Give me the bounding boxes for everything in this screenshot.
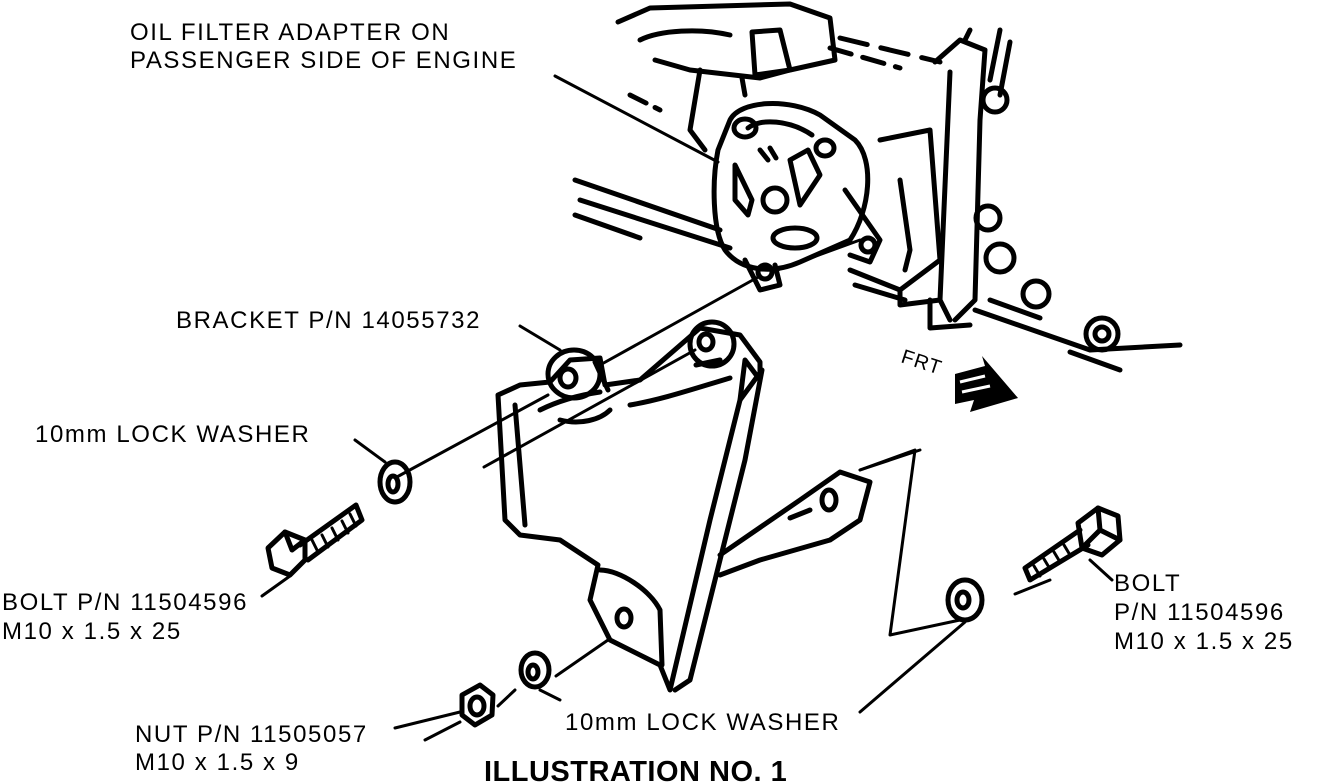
bracket-label: BRACKET P/N 14055732: [176, 307, 481, 334]
bracket: [495, 319, 962, 693]
bolt-right-label-line-3: M10 x 1.5 x 25: [1114, 628, 1294, 655]
bolt-right-label-line-2: P/N 11504596: [1114, 599, 1285, 626]
lock-washer-bottom: [518, 650, 552, 690]
bolt-left: [265, 502, 365, 578]
direction-label: FRT: [898, 346, 944, 380]
nut: [459, 682, 496, 728]
oil-filter-adapter: [711, 101, 883, 293]
lock-washer-right: [945, 577, 985, 623]
washer-left-label: 10mm LOCK WASHER: [35, 421, 310, 448]
adapter-label-line-2: PASSENGER SIDE OF ENGINE: [130, 47, 517, 74]
engine-block: [572, 1, 1183, 373]
front-direction-arrow-icon: [955, 356, 1018, 412]
lock-washer-left: [377, 459, 413, 505]
leader-lines: [260, 74, 1114, 730]
adapter-label-line-1: OIL FILTER ADAPTER ON: [130, 19, 450, 46]
bolt-right-label-line-1: BOLT: [1114, 570, 1181, 597]
alignment-lines: [393, 238, 922, 742]
labels: OIL FILTER ADAPTER ON PASSENGER SIDE OF …: [2, 19, 1294, 784]
washer-bottom-label: 10mm LOCK WASHER: [565, 709, 840, 736]
illustration-caption: ILLUSTRATION NO. 1: [484, 756, 787, 784]
bolt-left-label-line-1: BOLT P/N 11504596: [2, 589, 248, 616]
nut-label-line-2: M10 x 1.5 x 9: [135, 749, 300, 776]
nut-label-line-1: NUT P/N 11505057: [135, 721, 368, 748]
bolt-right: [1022, 505, 1123, 583]
bolt-left-label-line-2: M10 x 1.5 x 25: [2, 618, 182, 645]
